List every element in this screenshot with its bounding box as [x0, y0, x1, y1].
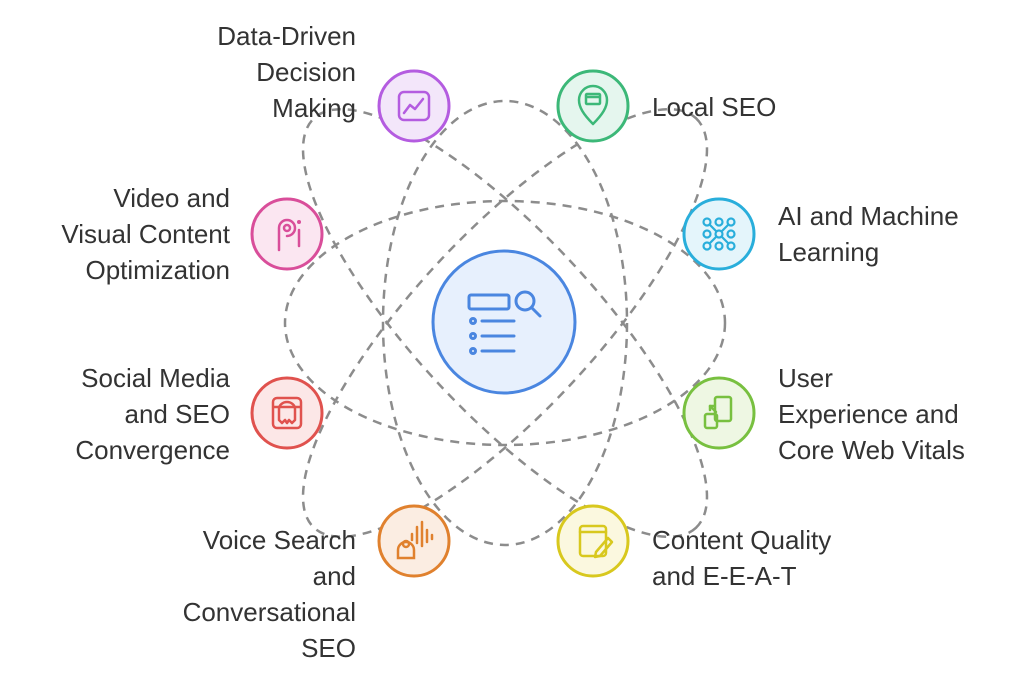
label-line: Convergence [75, 435, 230, 465]
node-circle [377, 504, 451, 578]
node-user-experience [682, 376, 756, 450]
label-video-visual: Video and Visual Content Optimization [61, 180, 230, 288]
label-line: and [312, 561, 356, 591]
node-video-visual [250, 197, 324, 271]
center-node [431, 249, 577, 395]
label-voice-search: Voice Search and Conversational SEO [183, 522, 356, 666]
label-line: Social Media [81, 363, 230, 393]
search-list-icon [467, 290, 542, 355]
label-line: Experience and [778, 399, 959, 429]
label-line: SEO [301, 633, 356, 663]
node-circle [250, 376, 324, 450]
document-edit-icon [578, 524, 614, 559]
label-line: Decision [256, 57, 356, 87]
node-data-driven [377, 69, 451, 143]
label-line: Making [272, 93, 356, 123]
line-chart-icon [397, 90, 431, 122]
picsart-logo-icon [277, 218, 301, 252]
responsive-devices-icon [703, 395, 733, 430]
voice-assistant-icon [396, 520, 434, 560]
node-circle [556, 69, 630, 143]
label-line: Optimization [85, 255, 231, 285]
orbit-diagonal-2 [301, 107, 709, 539]
snapchat-ghost-icon [271, 396, 303, 430]
node-circle [682, 197, 756, 271]
location-pin-icon [577, 84, 609, 126]
label-line: Video and [113, 183, 230, 213]
label-content-quality: Content Quality and E-E-A-T [652, 522, 831, 594]
label-line: Local SEO [652, 92, 777, 122]
label-ai-ml: AI and Machine Learning [778, 198, 959, 270]
node-circle [682, 376, 756, 450]
label-line: Voice Search [202, 525, 356, 555]
label-line: Visual Content [61, 219, 230, 249]
label-line: Conversational [182, 597, 356, 627]
label-data-driven: Data-Driven Decision Making [217, 18, 356, 126]
label-line: Learning [778, 237, 880, 267]
orbit-horizontal [283, 199, 727, 447]
node-circle [377, 69, 451, 143]
label-line: and E-E-A-T [652, 561, 797, 591]
label-line: AI and Machine [778, 201, 959, 231]
node-ai-ml [682, 197, 756, 271]
node-circle [250, 197, 324, 271]
label-social-media: Social Media and SEO Convergence [75, 360, 230, 468]
network-nodes-icon [702, 217, 736, 251]
node-local-seo [556, 69, 630, 143]
label-line: User [778, 363, 833, 393]
orbit-vertical [381, 99, 629, 547]
node-social-media [250, 376, 324, 450]
label-local-seo: Local SEO [652, 89, 776, 125]
node-circle [556, 504, 630, 578]
label-line: and SEO [124, 399, 230, 429]
label-line: Content Quality [652, 525, 832, 555]
node-voice-search [377, 504, 451, 578]
label-line: Data-Driven [217, 21, 356, 51]
node-content-quality [556, 504, 630, 578]
orbit-diagonal-1 [301, 107, 709, 539]
label-line: Core Web Vitals [778, 435, 965, 465]
label-user-experience: User Experience and Core Web Vitals [778, 360, 965, 468]
